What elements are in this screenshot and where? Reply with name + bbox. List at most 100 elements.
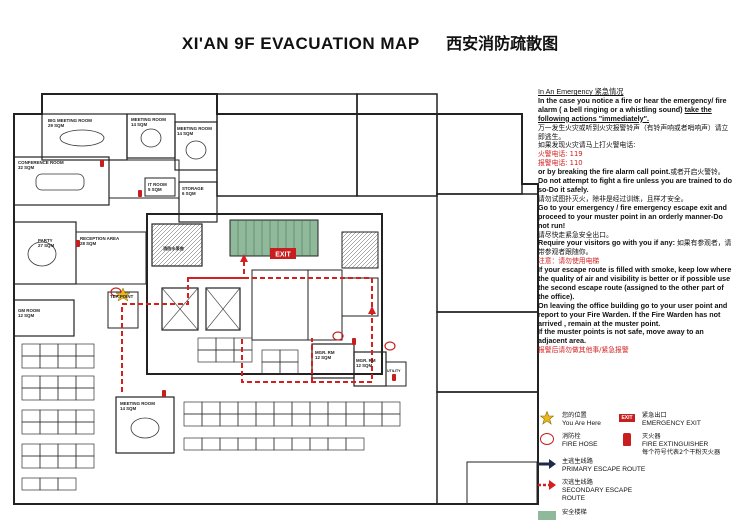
instructions-break-alarm: or by breaking the fire alarm call point… <box>538 167 725 177</box>
label-reception-size: 28 SQM <box>80 241 96 246</box>
core-shaft-east <box>341 231 379 269</box>
room-small-cluster <box>108 159 180 199</box>
you-are-here-star <box>115 287 131 302</box>
instructions-heading: In An Emergency 紧急情况 <box>538 87 624 96</box>
label-mgr-rm-2: MGR. RM <box>356 358 376 363</box>
fire-extinguisher-markers <box>76 160 396 397</box>
exit-sign <box>270 248 296 259</box>
workstations <box>21 337 401 491</box>
star-icon <box>538 411 556 425</box>
room-party <box>13 221 77 285</box>
label-party: PARTY <box>38 238 53 243</box>
instructions-p1: In the case you notice a fire or hear th… <box>538 95 727 123</box>
exit-sign-icon: EXIT <box>619 414 635 422</box>
label-meeting-2: MEETING ROOM <box>177 126 212 131</box>
floor-plan-svg: EXIT BIG MEETING ROOM 29 SQM MEETING ROO… <box>13 93 539 505</box>
stairs-swatch-icon <box>538 509 556 521</box>
label-mgr-rm-2-size: 12 SQM <box>356 363 372 368</box>
emergency-instructions: In An Emergency 紧急情况 In the case you not… <box>538 87 734 355</box>
title-english: XI'AN 9F EVACUATION MAP <box>181 34 420 53</box>
exit-sign-label: EXIT <box>275 252 291 259</box>
lift-bank-2 <box>205 287 241 331</box>
room-meeting-3 <box>115 396 175 454</box>
label-storage: STORAGE <box>182 186 204 191</box>
label-it-room: IT ROOM <box>148 182 167 187</box>
instructions-lift-warning: 注意：请勿使用电梯 <box>538 257 600 266</box>
floor-plan-map: EXIT BIG MEETING ROOM 29 SQM MEETING ROO… <box>12 92 540 512</box>
core-toilets-west <box>251 269 309 341</box>
instructions-no-fight: Do not attempt to fight a fire unless yo… <box>538 176 733 194</box>
label-storage-size: 6 SQM <box>182 191 196 196</box>
label-tea-point: TEA POINT <box>110 294 134 299</box>
secondary-route-arrow-icon <box>538 479 556 491</box>
label-utility: UTILITY <box>387 369 401 373</box>
table-meeting-1 <box>140 128 162 148</box>
room-ne-2 <box>356 93 438 197</box>
fire-hose-markers <box>110 287 396 351</box>
primary-route-arrow-icon <box>538 458 556 470</box>
room-storage <box>178 181 218 223</box>
label-party-size: 27 SQM <box>38 243 54 248</box>
table-big-meeting <box>59 129 105 147</box>
instructions-smoke: If your escape route is filled with smok… <box>538 265 732 301</box>
building-outline <box>13 93 539 505</box>
room-se-corner <box>466 461 538 505</box>
label-big-meeting-size: 29 SQM <box>48 123 64 128</box>
label-meeting-1-size: 14 SQM <box>131 122 147 127</box>
label-it-room-size: 5 SQM <box>148 187 162 192</box>
fire-telephone: 火警电话: 119 <box>538 150 583 159</box>
label-gm-room-size: 12 SQM <box>18 313 34 318</box>
instructions-alarm-cn: 报警后请勿做其他事/紧急报警 <box>538 346 629 355</box>
police-telephone: 报警电话: 110 <box>538 159 583 168</box>
room-gm <box>13 299 75 337</box>
label-meeting-1: MEETING ROOM <box>131 117 166 122</box>
instructions-go-exit-cn: 请尽快走紧急安全出口。 <box>538 230 613 239</box>
instructions-p1-cn: 万一发生火灾或听到火灾报警铃声（有铃声响或者哨响声）请立即逃生。 <box>538 123 729 141</box>
table-meeting-2 <box>185 140 207 160</box>
title-chinese: 西安消防疏散图 <box>446 34 559 53</box>
lift-bank <box>161 287 199 331</box>
room-it <box>144 177 176 197</box>
room-e-1 <box>436 193 539 313</box>
instructions-go-exit: Go to your emergency / fire emergency es… <box>538 202 727 230</box>
core-toilets-middle <box>307 269 343 341</box>
room-e-3 <box>436 391 539 505</box>
room-utility <box>385 361 407 387</box>
table-party <box>27 241 57 267</box>
room-e-2 <box>436 311 539 393</box>
fire-hose-icon <box>538 433 556 445</box>
label-mgr-rm-1-size: 12 SQM <box>315 355 331 360</box>
core-equipment-room <box>151 223 203 267</box>
room-ne-3 <box>436 113 523 195</box>
instructions-no-fight-cn: 请勿试图扑灭火，除非是经过训练，且样才安全。 <box>538 194 688 203</box>
label-big-meeting: BIG MEETING ROOM <box>48 118 92 123</box>
label-core-room: 消防水泵房 <box>163 245 184 252</box>
label-mgr-rm-1: MGR. RM <box>315 350 335 355</box>
label-reception: RECEPTION AREA <box>80 236 120 241</box>
label-conference-size: 32 SQM <box>18 165 34 170</box>
label-gm-room: GM ROOM <box>18 308 40 313</box>
legend-safety-stairs: 安全楼梯 <box>538 509 587 521</box>
secondary-route-arrowhead <box>240 254 248 262</box>
room-ne-1 <box>216 93 358 197</box>
instructions-warden: On leaving the office building go to you… <box>538 300 728 328</box>
room-meeting-2 <box>174 121 218 171</box>
label-meeting-3-size: 14 SQM <box>120 406 136 411</box>
instructions-call-cn: 如果发现火灾请马上打火警电话: <box>538 141 636 150</box>
fire-extinguisher-icon <box>618 432 636 446</box>
label-conference: CONFERENCE ROOM <box>18 160 64 165</box>
table-conference <box>35 173 85 191</box>
page-title: XI'AN 9F EVACUATION MAP 西安消防疏散图 <box>0 30 740 54</box>
label-meeting-2-size: 14 SQM <box>177 131 193 136</box>
secondary-escape-route <box>121 262 373 392</box>
label-meeting-3: MEETING ROOM <box>120 401 155 406</box>
secondary-route-arrowhead-2 <box>368 306 376 314</box>
table-meeting-3 <box>130 417 160 439</box>
instructions-visitors: Require your visitors go with you if any… <box>538 238 732 257</box>
instructions-unsafe: If the muster points is not safe, move a… <box>538 327 704 346</box>
